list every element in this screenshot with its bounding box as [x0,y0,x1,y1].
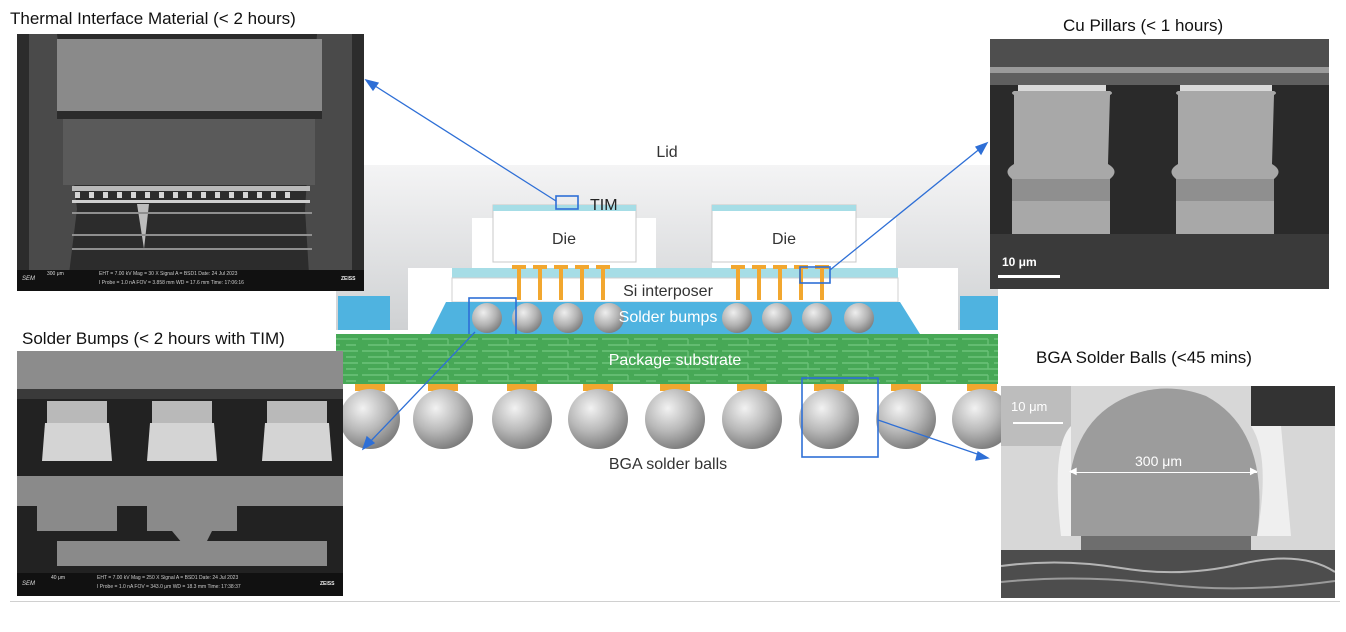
cu-sem-image: 10 μm [990,39,1329,289]
interposer-label: Si interposer [623,283,713,300]
lid [336,165,998,330]
die-left-label: Die [552,231,576,248]
tim-brand: ZEISS [341,276,356,282]
bga-label: BGA solder balls [609,456,727,473]
die-right-label: Die [772,231,796,248]
die-left [492,204,637,263]
bga-ball-callout-box [801,377,879,458]
bottom-divider [10,601,1340,602]
right-lid-seal [960,296,998,330]
package-substrate [336,334,998,384]
bga-solder-balls [340,389,1012,449]
substrate-label: Package substrate [609,352,742,369]
bumps-info-line-1: EHT = 7.00 kV Mag = 250 X Signal A = BSD… [97,575,239,581]
bumps-sem-image: SEM 40 μm EHT = 7.00 kV Mag = 250 X Sign… [17,351,343,596]
tim-sem-picture [17,34,364,291]
tim-info-line-2: I Probe = 1.0 nA FOV = 3.858 mm WD = 17.… [99,280,244,286]
bumps-brand: ZEISS [320,581,335,587]
cu-pillar-callout-box [799,266,831,284]
tim-label: TIM [590,197,618,214]
tim-panel-title: Thermal Interface Material (< 2 hours) [10,9,296,28]
cu-panel-title: Cu Pillars (< 1 hours) [1063,16,1224,35]
bga-diameter-text: 300 μm [1135,453,1182,469]
tim-sem-label: SEM [22,276,36,282]
bga-scale-text: 10 μm [1011,399,1048,414]
underfill [430,302,920,334]
bumps-sem-picture [17,351,343,596]
solder-bumps [472,303,874,333]
tim-scale-text: 300 μm [47,271,64,277]
left-lid-seal [338,296,390,330]
die-right [711,204,857,263]
bumps-sem-label: SEM [22,581,36,587]
bumps-info-line-2: I Probe = 1.0 nA FOV = 343.0 μm WD = 18.… [97,584,241,590]
tim-info-line-1: EHT = 7.00 kV Mag = 30 X Signal A = BSD1… [99,271,238,277]
bga-sem-image: 10 μm ◀ ▶ 300 μm [1001,386,1335,598]
lid-label: Lid [656,144,677,161]
cu-scale-bar [998,275,1060,278]
bumps-panel-title: Solder Bumps (< 2 hours with TIM) [22,329,285,348]
bga-pads [355,384,997,391]
callout-arrows [361,78,990,461]
bga-sem-picture [1001,386,1335,598]
bga-panel-title: BGA Solder Balls (<45 mins) [1036,348,1252,367]
solder-bumps-label: Solder bumps [619,309,718,326]
bga-diameter-line [1071,472,1257,473]
bga-diameter-arrow-left: ◀ [1069,466,1077,477]
tim-sem-image: SEM 300 μm EHT = 7.00 kV Mag = 30 X Sign… [17,34,364,291]
bga-scale-bar [1013,422,1063,424]
bga-diameter-arrow-right: ▶ [1250,466,1258,477]
bumps-scale-text: 40 μm [51,575,65,581]
cu-scale-text: 10 μm [1002,255,1037,269]
cu-sem-picture [990,39,1329,289]
tim-callout-box [555,195,579,210]
